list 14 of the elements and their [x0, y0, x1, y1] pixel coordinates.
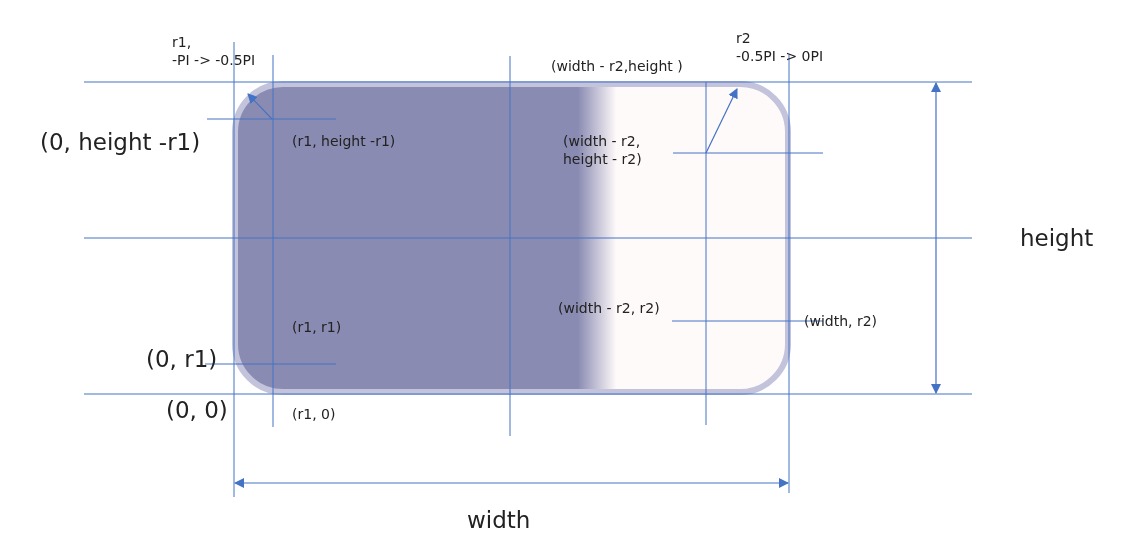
coordinate-label: (0, r1): [146, 345, 218, 374]
coordinate-label: (width - r2,height ): [551, 58, 683, 76]
dimension-label: width: [467, 506, 531, 535]
angle-label: r2 -0.5PI -> 0PI: [736, 30, 824, 65]
coordinate-label: (0, 0): [166, 396, 228, 425]
dimension-label: height: [1020, 224, 1094, 253]
coordinate-label: (width - r2, height - r2): [563, 133, 643, 168]
coordinate-label: (width - r2, r2): [558, 300, 660, 318]
coordinate-label: (width, r2): [804, 313, 878, 331]
angle-label: r1, -PI -> -0.5PI: [172, 34, 256, 69]
coordinate-label: (r1, height -r1): [292, 133, 396, 151]
coordinate-label: (r1, r1): [292, 319, 342, 337]
coordinate-label: (0, height -r1): [40, 128, 201, 157]
coordinate-label: (r1, 0): [292, 406, 336, 424]
